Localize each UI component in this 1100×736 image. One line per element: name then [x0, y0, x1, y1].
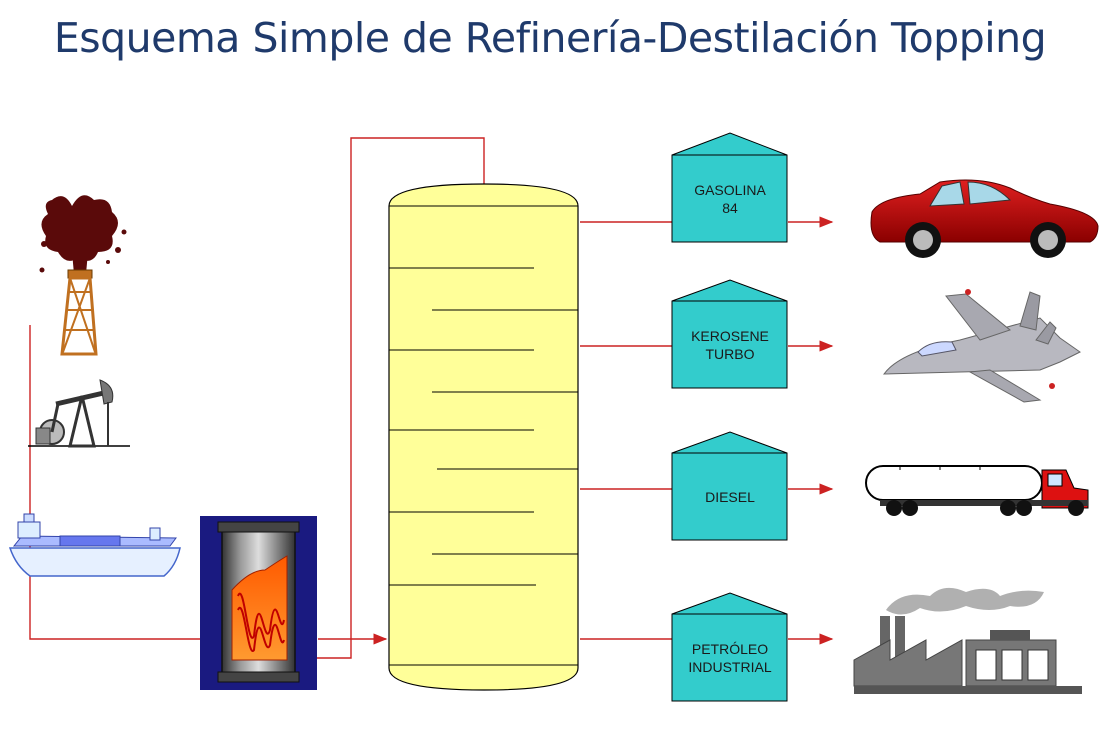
label-gasolina-line1: GASOLINA: [694, 182, 766, 198]
tank-diesel: [671, 431, 788, 541]
pumpjack-icon: [28, 379, 130, 448]
furnace-heater-icon: [200, 516, 317, 690]
product-draw-pipes: [580, 221, 672, 640]
label-kerosene-line2: TURBO: [705, 346, 755, 362]
label-diesel-line1: DIESEL: [705, 489, 755, 505]
tanker-truck-icon: [865, 465, 1089, 516]
overhead-reflux-pipe: [293, 137, 485, 664]
feed-pipe: [29, 325, 200, 640]
label-kerosene-line1: KEROSENE: [691, 328, 769, 344]
oil-gusher-derrick-icon: [39, 195, 127, 356]
label-gasolina-line2: 84: [722, 200, 738, 216]
label-gasolina: GASOLINA 84: [672, 181, 788, 217]
car-icon: [870, 179, 1099, 258]
label-petroleo: PETRÓLEO INDUSTRIAL: [672, 640, 788, 676]
factory-icon: [853, 587, 1082, 694]
label-kerosene: KEROSENE TURBO: [672, 327, 788, 363]
product-out-arrows: [788, 216, 834, 645]
label-diesel: DIESEL: [672, 488, 788, 506]
tank-petroleo: [671, 592, 788, 702]
distillation-column-icon: [388, 183, 579, 691]
tank-gasolina: [671, 132, 788, 243]
column-trays: [389, 267, 578, 586]
page-title: Esquema Simple de Refinería-Destilación …: [53, 14, 1047, 62]
oil-tanker-ship-icon: [8, 513, 181, 577]
label-petroleo-line1: PETRÓLEO: [691, 641, 769, 657]
tank-kerosene: [671, 279, 788, 389]
jet-icon: [882, 289, 1081, 403]
label-petroleo-line2: INDUSTRIAL: [688, 659, 772, 675]
